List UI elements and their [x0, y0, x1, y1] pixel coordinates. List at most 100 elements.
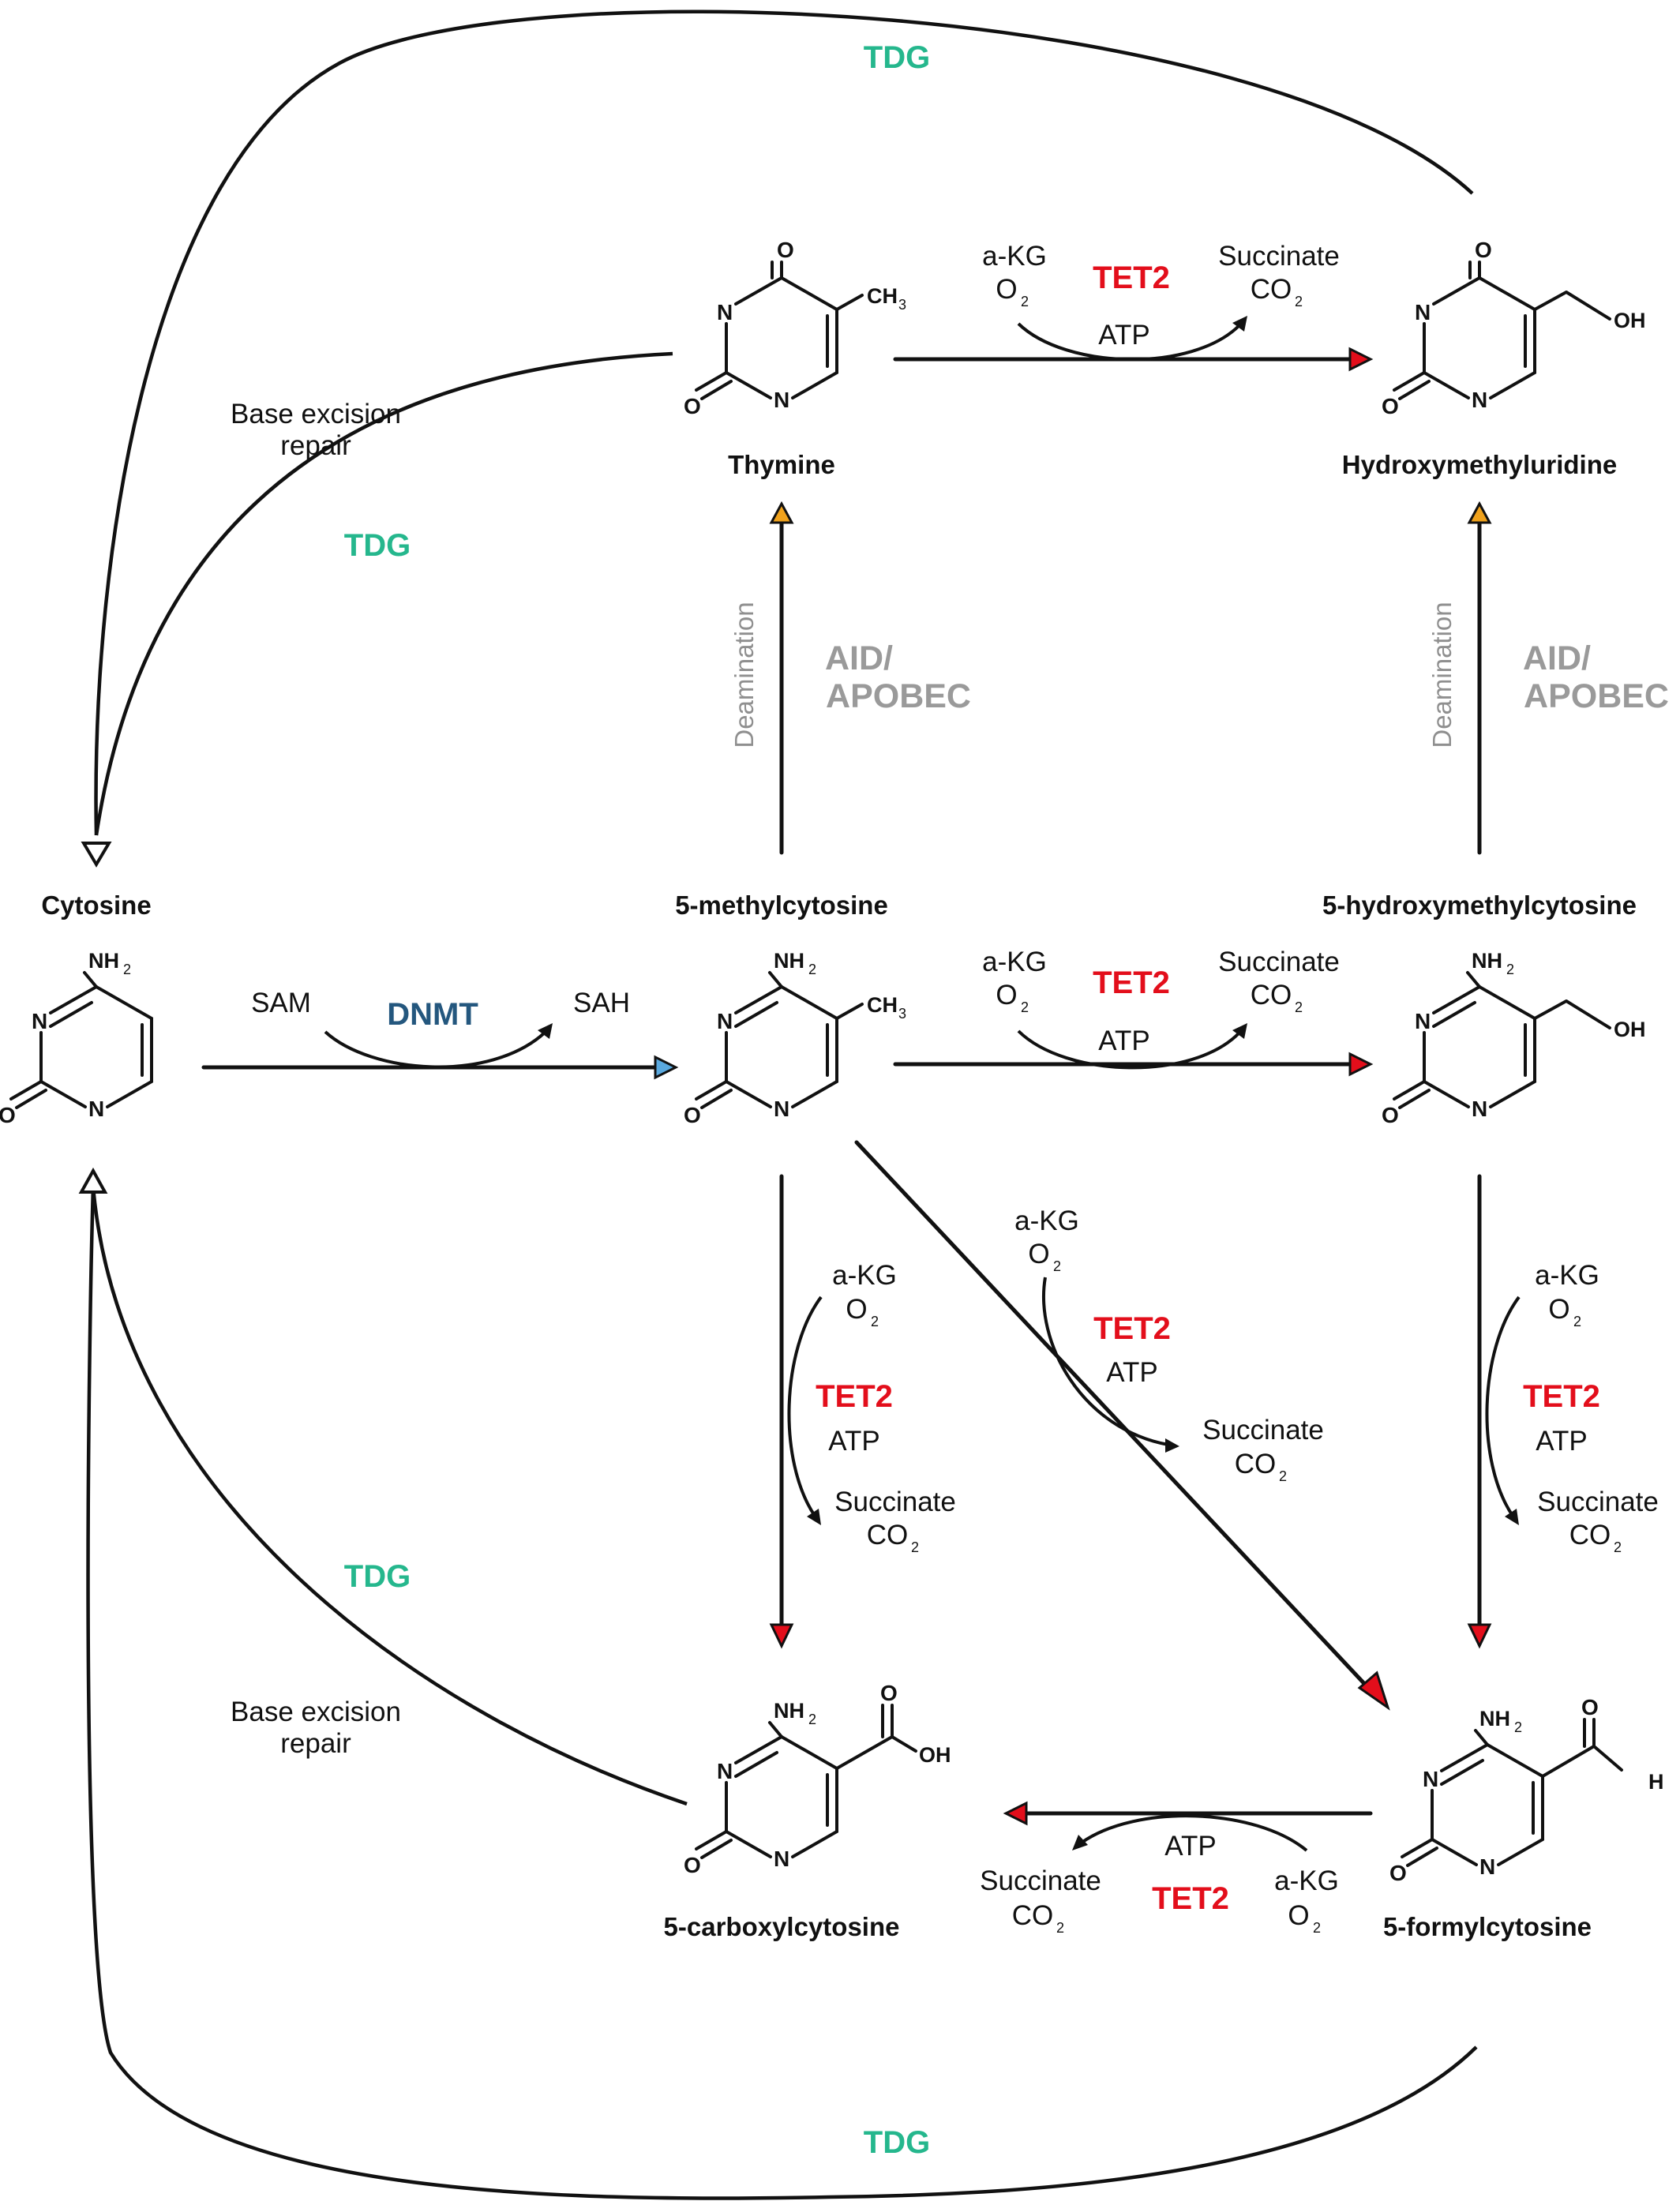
atom-n: N — [88, 1097, 104, 1121]
compound-name-carboxylcytosine: 5-carboxylcytosine — [664, 1912, 900, 1941]
cofactor-succinate: Succinate — [834, 1487, 956, 1517]
atom-n: N — [32, 1009, 47, 1033]
atom-n: N — [717, 1759, 733, 1783]
cofactor-o2: O — [996, 980, 1017, 1011]
atom-n: N — [1472, 1097, 1487, 1121]
subscript-2: 2 — [1279, 1468, 1287, 1484]
compound-name-methylcytosine: 5-methylcytosine — [675, 891, 888, 920]
cofactor-atp: ATP — [828, 1426, 879, 1457]
arrow-methylcytosine-to-carboxylcytosine — [769, 1174, 794, 1649]
subscript-2: 2 — [123, 962, 131, 977]
cofactor-curve-tet2-diagonal — [1042, 1277, 1179, 1453]
cofactor-co2: CO — [1235, 1449, 1277, 1479]
compound-name-hydroxymethyluridine: Hydroxymethyluridine — [1342, 450, 1617, 479]
cofactor-curve-tet2-thymine-hmu — [1017, 316, 1247, 362]
cofactor-succinate: Succinate — [1218, 947, 1340, 977]
enzyme-label-tdg-carboxyl: TDG — [344, 1559, 411, 1594]
cofactors-5mc-5hmc: a-KG O 2 Succinate CO 2 ATP — [982, 947, 1340, 1056]
atom-oh: OH — [1614, 309, 1646, 332]
subscript-2: 2 — [1295, 999, 1303, 1015]
cofactor-atp: ATP — [1536, 1426, 1587, 1457]
cofactor-akg: a-KG — [982, 947, 1047, 977]
process-label-deamination-left: Deamination — [729, 602, 759, 748]
atom-nh2: NH — [88, 949, 119, 973]
cofactor-atp: ATP — [1098, 1026, 1149, 1056]
cofactors-5hmc-5fc: a-KG O 2 ATP Succinate CO 2 — [1535, 1260, 1659, 1555]
cofactor-succinate: Succinate — [1202, 1415, 1324, 1445]
cofactor-succinate: Succinate — [1218, 241, 1340, 272]
atom-o: O — [1581, 1695, 1599, 1719]
cofactor-curve-tet2-5mc-5cac — [787, 1295, 823, 1525]
enzyme-label-aid-right-line2: APOBEC — [1524, 677, 1669, 715]
atom-n: N — [774, 1097, 789, 1121]
cofactor-curve-tet2-5hmc-5fc — [1485, 1295, 1521, 1525]
atom-n: N — [774, 388, 789, 412]
compound-name-cytosine: Cytosine — [41, 891, 151, 920]
cofactor-akg: a-KG — [1535, 1260, 1599, 1291]
atom-nh2: NH — [1479, 1707, 1510, 1730]
molecule-hydroxymethyluridine: O N N O OH — [1382, 238, 1646, 418]
enzyme-label-tet2-diagonal: TET2 — [1093, 1311, 1171, 1346]
process-label-ber-bottom-line1: Base excision — [231, 1697, 401, 1727]
cofactors-5fc-5cac: ATP Succinate CO 2 a-KG O 2 — [980, 1831, 1339, 1936]
process-label-deamination-right: Deamination — [1427, 602, 1457, 748]
subscript-2: 2 — [1573, 1314, 1581, 1329]
arrow-methylcytosine-to-thymine — [769, 501, 794, 855]
subscript-2: 2 — [1056, 1920, 1064, 1936]
atom-o: O — [1389, 1861, 1407, 1885]
enzyme-label-tet2-5mc-5cac: TET2 — [816, 1379, 893, 1414]
subscript-2: 2 — [808, 962, 816, 977]
compound-name-thymine: Thymine — [728, 450, 835, 479]
atom-n: N — [1423, 1767, 1438, 1791]
process-label-ber-top-line1: Base excision — [231, 399, 401, 429]
cofactors-5mc-5cac: a-KG O 2 ATP Succinate CO 2 — [828, 1260, 956, 1555]
tdg-arc-bottom — [86, 1186, 1478, 2200]
atom-o: O — [1475, 238, 1492, 262]
cofactor-o2: O — [1548, 1294, 1569, 1325]
cofactor-curve-dnmt — [324, 1023, 553, 1069]
enzyme-label-aid-left-line2: APOBEC — [826, 677, 971, 715]
subscript-2: 2 — [871, 1314, 879, 1329]
arrow-hydroxymethylcytosine-to-formylcytosine — [1467, 1174, 1492, 1649]
molecule-formylcytosine: NH 2 N N O O H — [1389, 1695, 1664, 1885]
atom-nh2: NH — [774, 1699, 804, 1723]
subscript-3: 3 — [898, 1006, 906, 1022]
atom-nh2: NH — [1472, 949, 1502, 973]
subscript-2: 2 — [1053, 1258, 1061, 1274]
cofactor-atp: ATP — [1164, 1831, 1216, 1862]
molecule-carboxylcytosine: NH 2 N N O O OH — [684, 1681, 951, 1877]
atom-o: O — [684, 1853, 701, 1877]
cofactor-co2: CO — [1012, 1900, 1054, 1931]
enzyme-label-aid-left-line1: AID/ — [825, 639, 893, 677]
cofactor-succinate: Succinate — [980, 1865, 1101, 1896]
tdg-arc-carboxyl — [91, 1186, 688, 1806]
cytosine-target-arrowhead-bottom — [78, 1167, 108, 1194]
atom-nh2: NH — [774, 949, 804, 973]
cofactor-atp: ATP — [1098, 320, 1149, 351]
cofactor-o2: O — [846, 1294, 867, 1325]
enzyme-label-tdg-top: TDG — [864, 40, 930, 75]
subscript-2: 2 — [1021, 999, 1029, 1015]
atom-n: N — [1415, 1009, 1431, 1033]
subscript-2: 2 — [1506, 962, 1514, 977]
cofactor-o2: O — [996, 274, 1017, 305]
atom-o: O — [0, 1103, 16, 1127]
enzyme-label-tet2-thymine-hmu: TET2 — [1093, 261, 1170, 295]
atom-n: N — [717, 300, 733, 324]
arrow-hydroxymethylcytosine-to-hydroxymethyluridine — [1467, 501, 1492, 855]
arrow-formylcytosine-to-carboxylcytosine — [1003, 1801, 1373, 1826]
enzyme-label-aid-right-line1: AID/ — [1523, 639, 1591, 677]
molecule-methylcytosine: NH 2 N N O CH 3 — [684, 949, 906, 1127]
atom-o: O — [777, 238, 794, 262]
subscript-2: 2 — [911, 1539, 919, 1555]
cofactor-curve-tet2-5mc-5hmc — [1017, 1023, 1247, 1070]
cofactor-akg: a-KG — [1014, 1205, 1079, 1236]
cofactor-co2: CO — [1569, 1520, 1611, 1550]
cofactor-akg: a-KG — [982, 241, 1047, 272]
atom-h: H — [1648, 1770, 1664, 1794]
atom-n: N — [1472, 388, 1487, 412]
arrow-methylcytosine-to-hydroxymethylcytosine — [893, 1052, 1374, 1077]
atom-o: O — [880, 1681, 898, 1705]
subscript-2: 2 — [1313, 1920, 1321, 1936]
